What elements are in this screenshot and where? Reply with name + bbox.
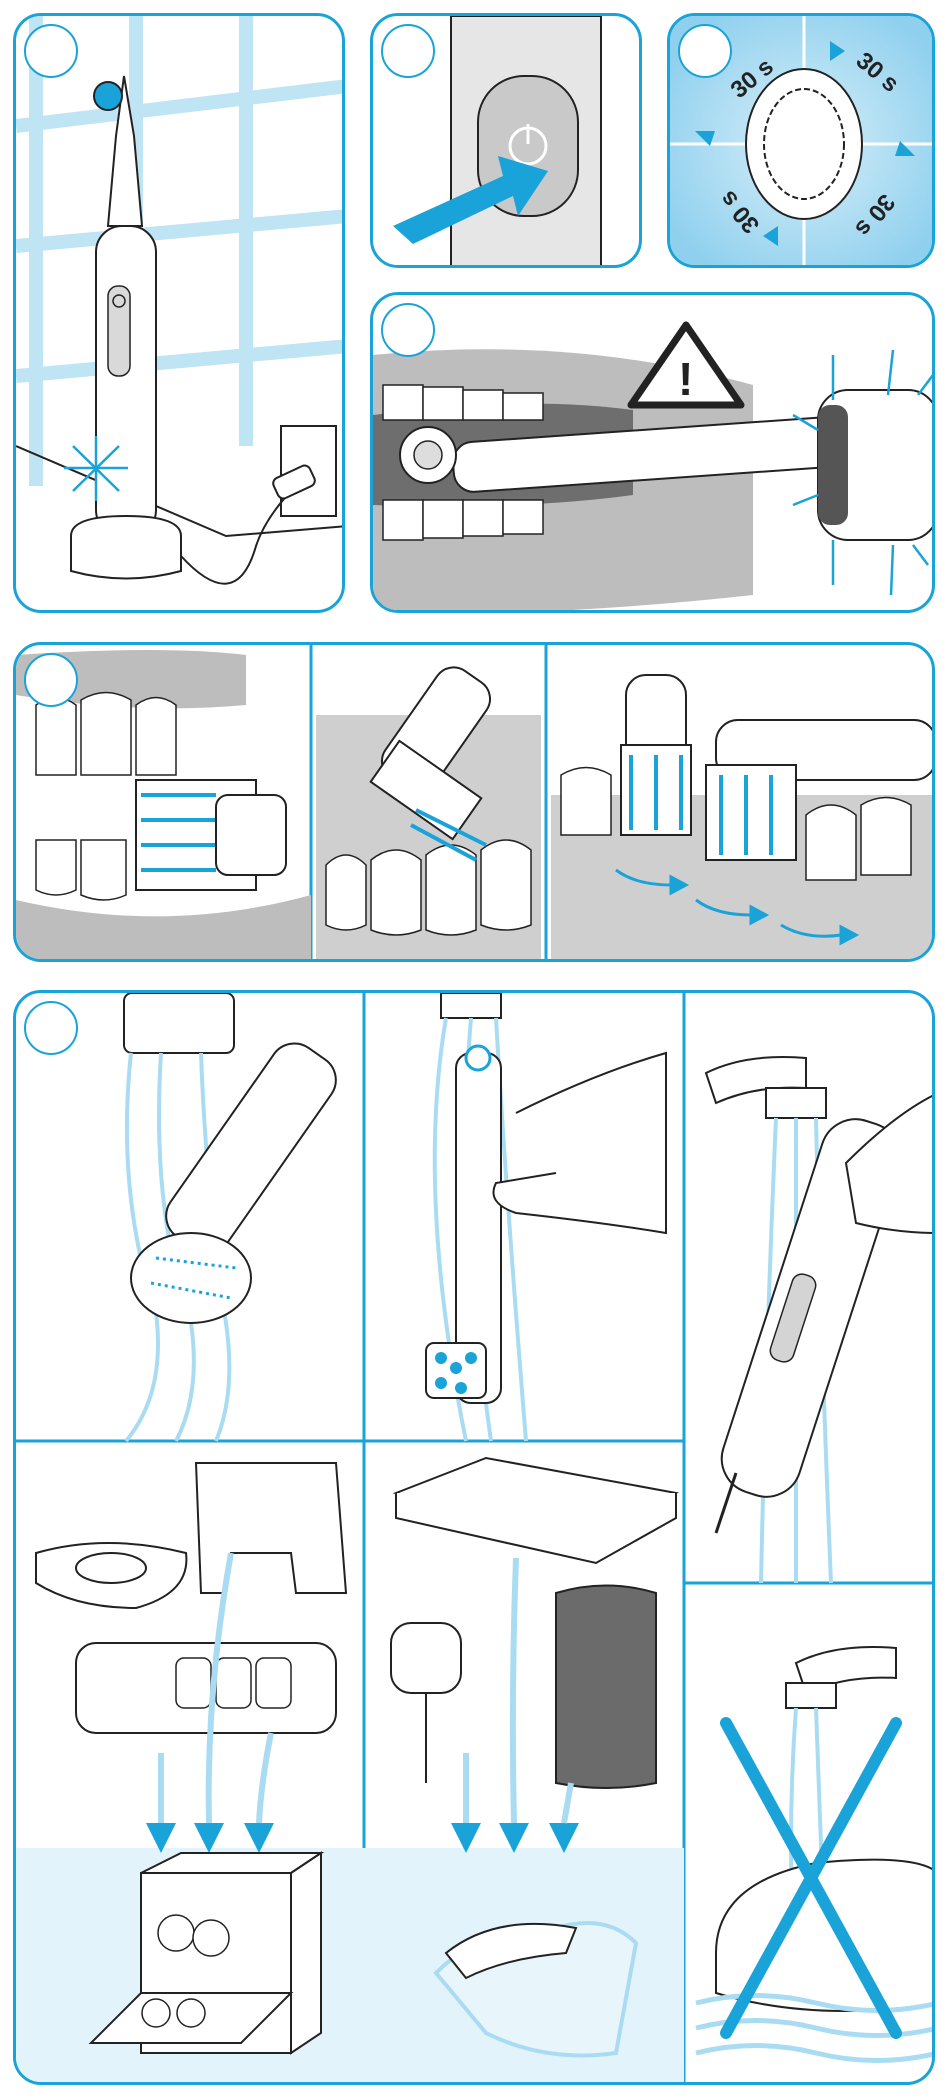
panel-power-on [370, 13, 642, 268]
step-marker-3 [678, 24, 732, 78]
step-marker-1 [24, 24, 78, 78]
step-marker-2 [381, 24, 435, 78]
warning-symbol: ! [678, 353, 693, 405]
pressure-warning-illustration: ! [373, 295, 935, 613]
panel-quadrant-timer: 30 s 30 s 30 s 30 s [667, 13, 935, 268]
panel-brushing-technique [13, 642, 935, 962]
panel-cleaning [13, 990, 935, 2085]
step-marker-6 [24, 1001, 78, 1055]
step-marker-5 [24, 653, 78, 707]
cleaning-illustration [16, 993, 935, 2085]
charging-illustration [16, 16, 345, 613]
panel-charging [13, 13, 345, 613]
panel-pressure-warning: ! [370, 292, 935, 613]
step-marker-4 [381, 303, 435, 357]
brushing-technique-illustration [16, 645, 935, 962]
